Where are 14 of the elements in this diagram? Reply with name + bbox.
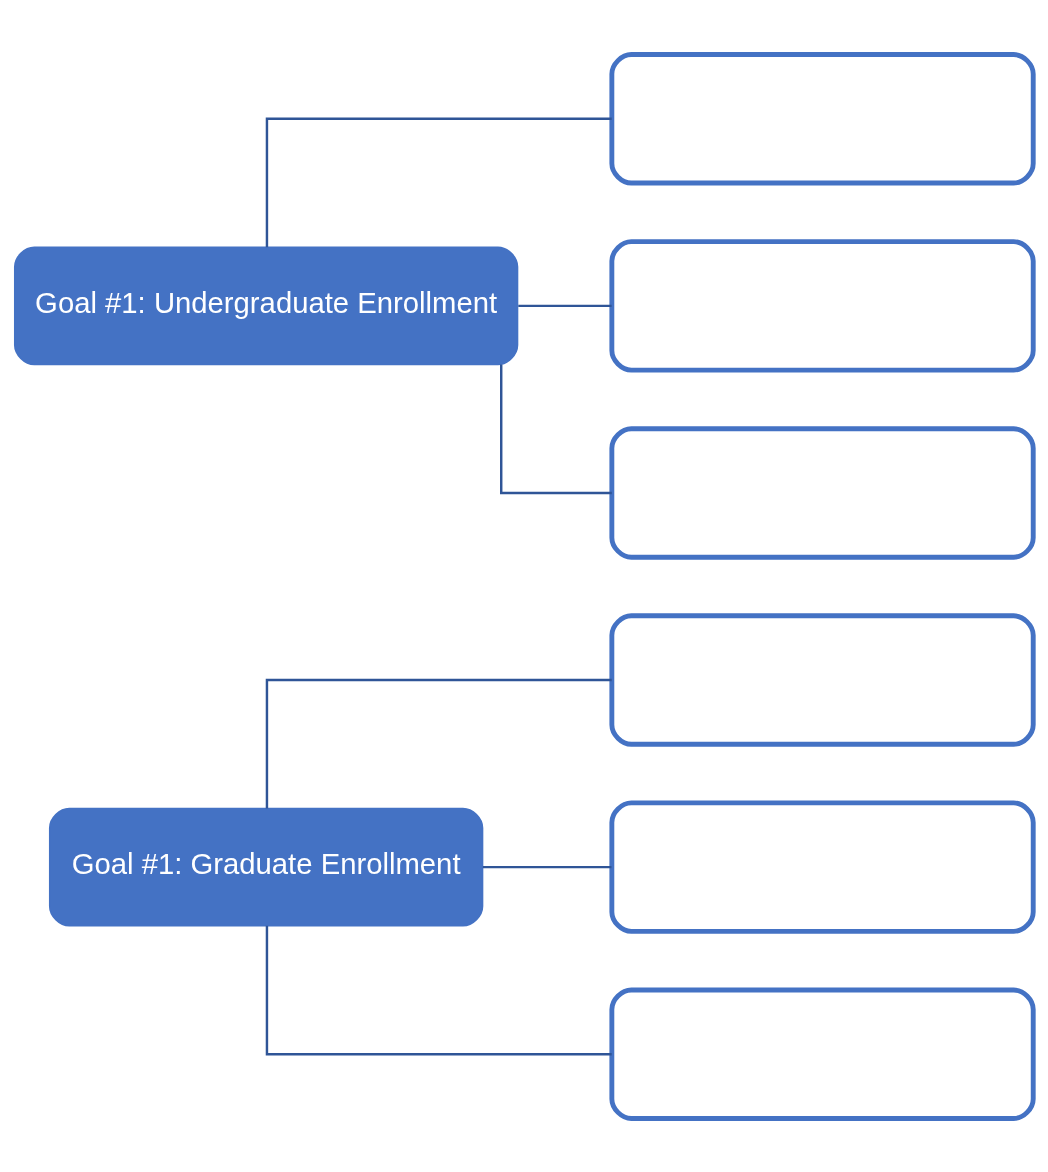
node-box bbox=[609, 51, 1036, 185]
connector bbox=[265, 678, 612, 808]
connector bbox=[265, 117, 612, 247]
node-box bbox=[609, 987, 1036, 1121]
connector bbox=[265, 925, 612, 1055]
node-box bbox=[609, 425, 1036, 560]
connector bbox=[518, 304, 612, 307]
connector bbox=[500, 364, 612, 494]
node-box bbox=[609, 612, 1036, 747]
node-box bbox=[609, 238, 1036, 373]
connector bbox=[482, 865, 612, 868]
node-box: Goal #1: Undergraduate Enrollment bbox=[13, 245, 519, 365]
node-box bbox=[609, 799, 1036, 934]
node-box: Goal #1: Graduate Enrollment bbox=[48, 807, 484, 927]
